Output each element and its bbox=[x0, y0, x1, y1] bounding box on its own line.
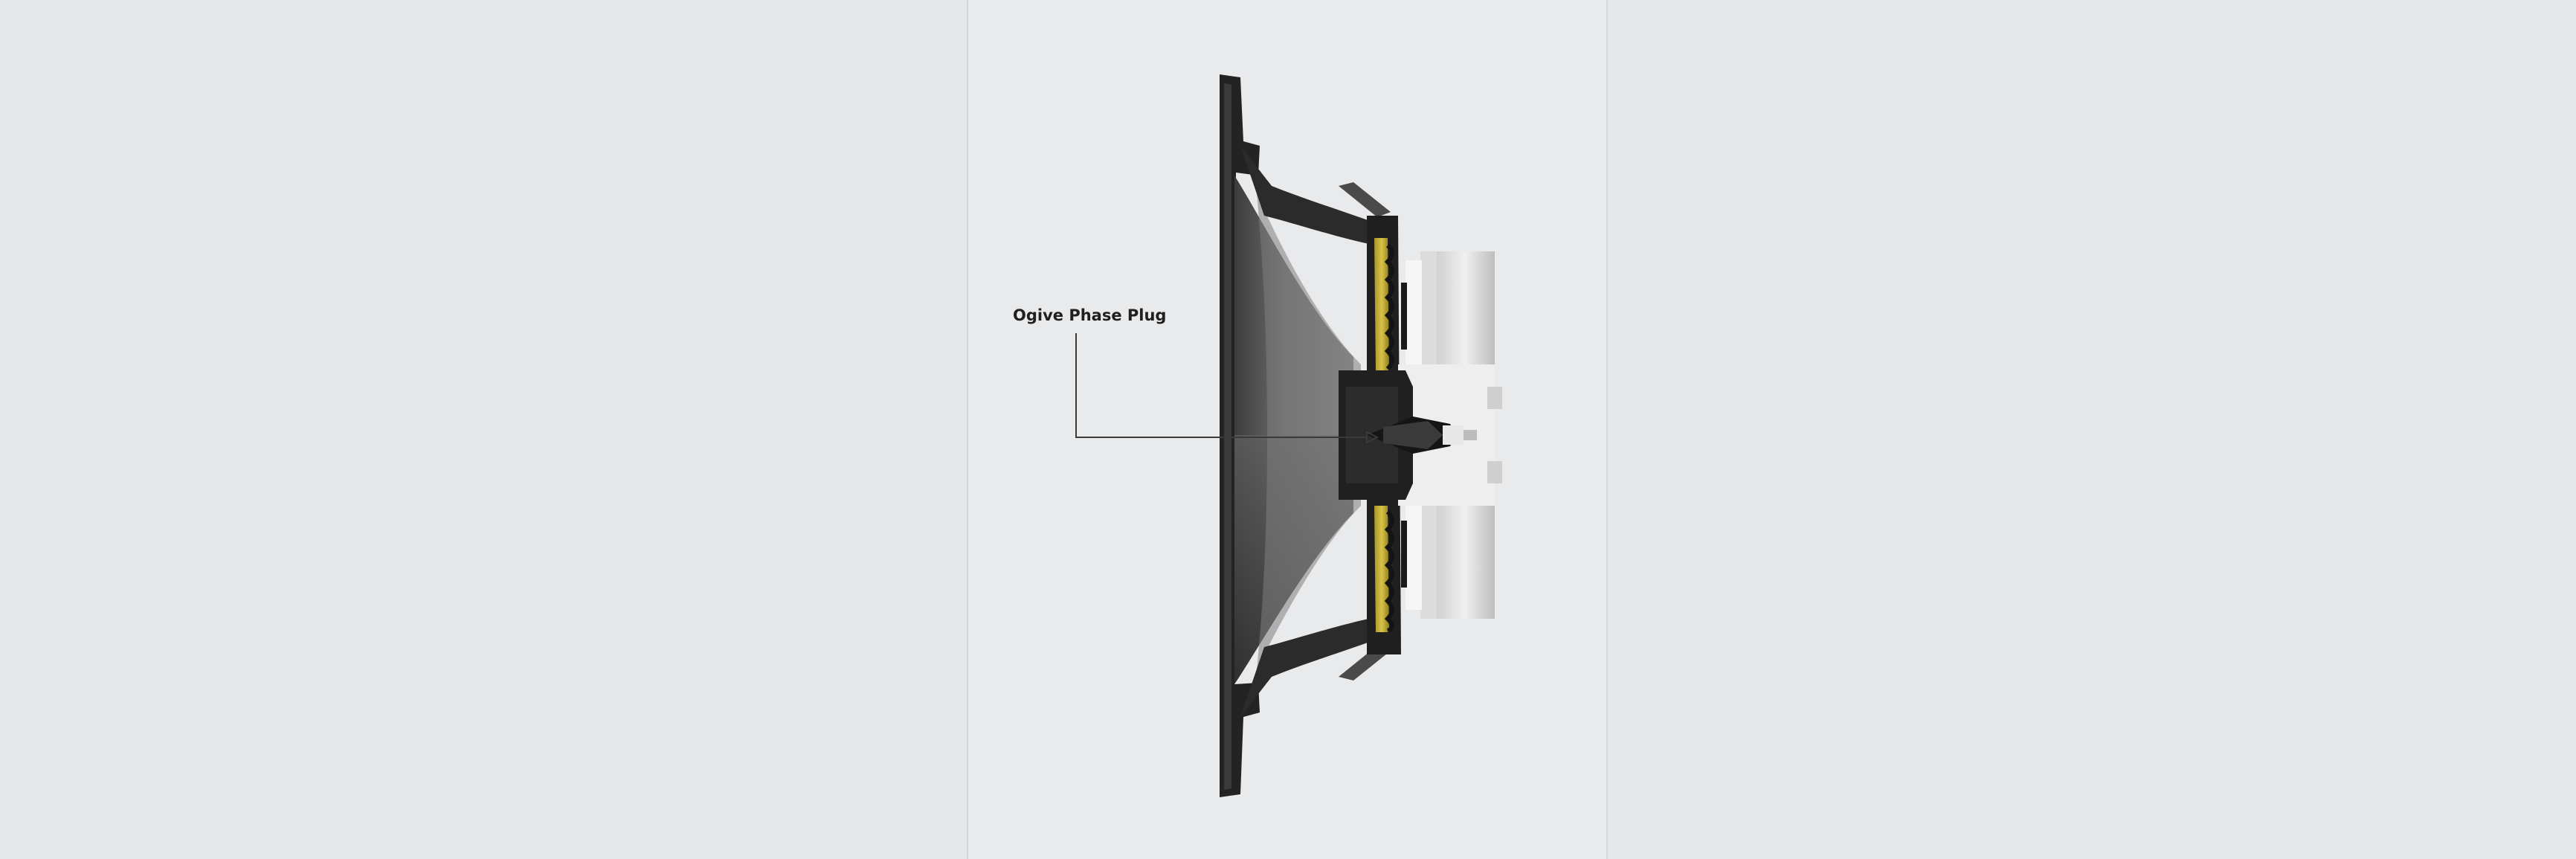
callout-leader bbox=[1075, 333, 1379, 444]
magnet-assembly bbox=[1398, 251, 1502, 619]
callout-label: Ogive Phase Plug bbox=[1013, 306, 1167, 324]
spider bbox=[1374, 238, 1394, 633]
